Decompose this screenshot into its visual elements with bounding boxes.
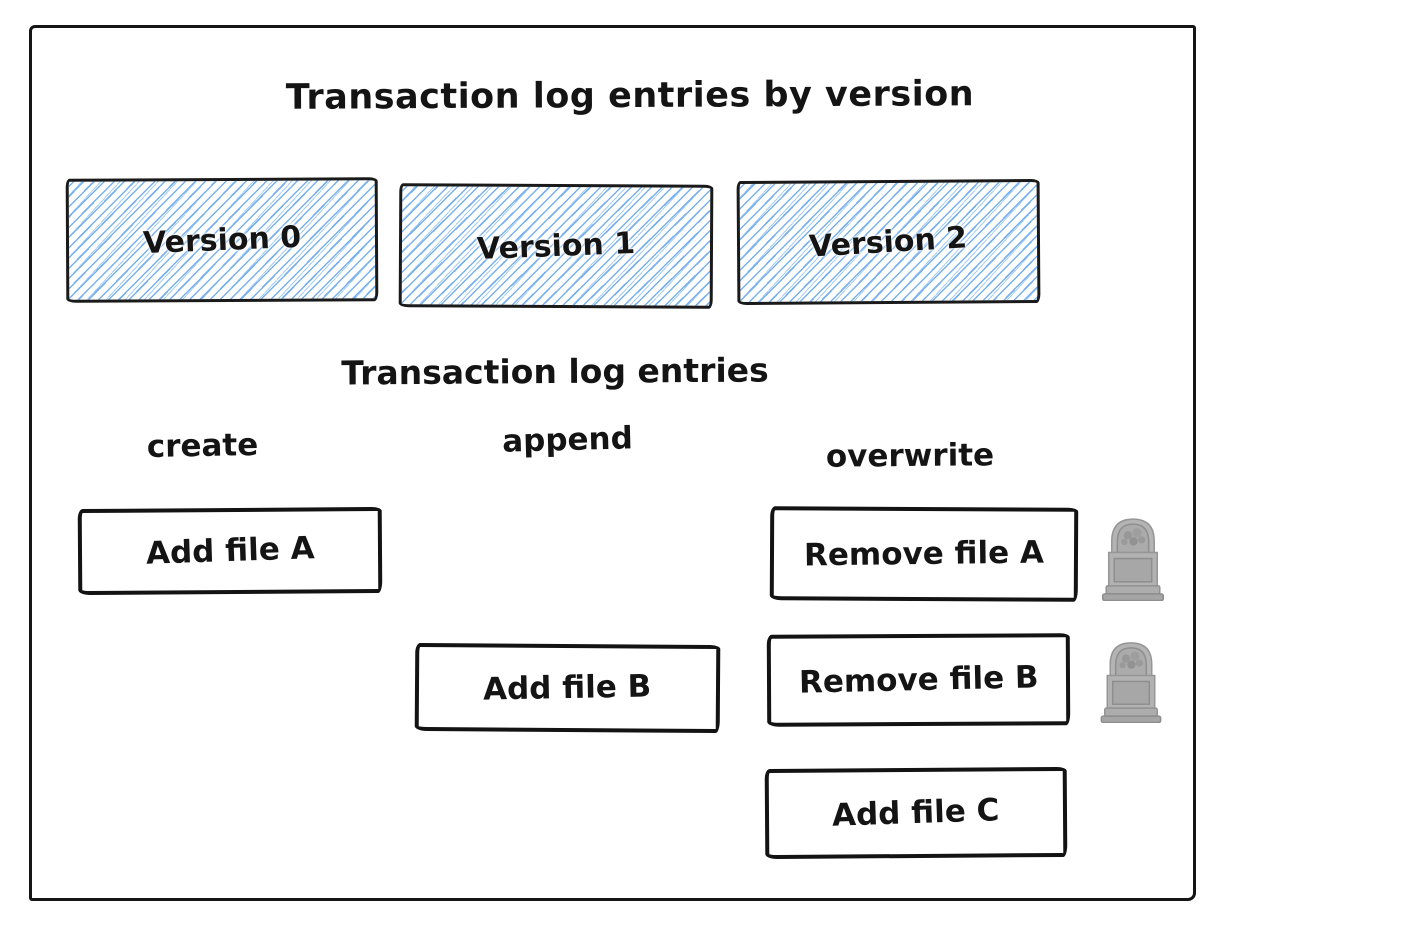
entry-label: Add file B [483,668,652,708]
version-0-box: Version 0 [65,177,379,303]
entry-box-add-file-a: Add file A [77,506,383,596]
entry-box-add-file-c: Add file C [764,766,1068,860]
entry-label: Remove file B [798,659,1039,701]
entry-box-remove-file-b: Remove file B [766,633,1071,727]
diagram-title: Transaction log entries by version [285,74,975,118]
entry-box-add-file-b: Add file B [414,642,721,734]
version-1-box: Version 1 [398,183,714,309]
column-label-overwrite: overwrite [825,437,995,475]
entry-label: Remove file A [803,534,1045,574]
version-2-label: Version 2 [808,219,969,265]
tombstone-icon [1098,632,1164,723]
version-1-label: Version 1 [476,225,636,267]
entry-box-remove-file-a: Remove file A [769,506,1079,602]
column-label-create: create [146,427,259,465]
version-0-label: Version 0 [142,219,302,261]
tombstone-icon [1100,508,1166,601]
diagram-frame [29,25,1196,901]
diagram-subtitle: Transaction log entries [341,350,769,393]
entry-label: Add file C [831,792,1001,834]
version-2-box: Version 2 [736,178,1041,306]
entry-label: Add file A [145,530,315,572]
column-label-append: append [501,420,634,460]
